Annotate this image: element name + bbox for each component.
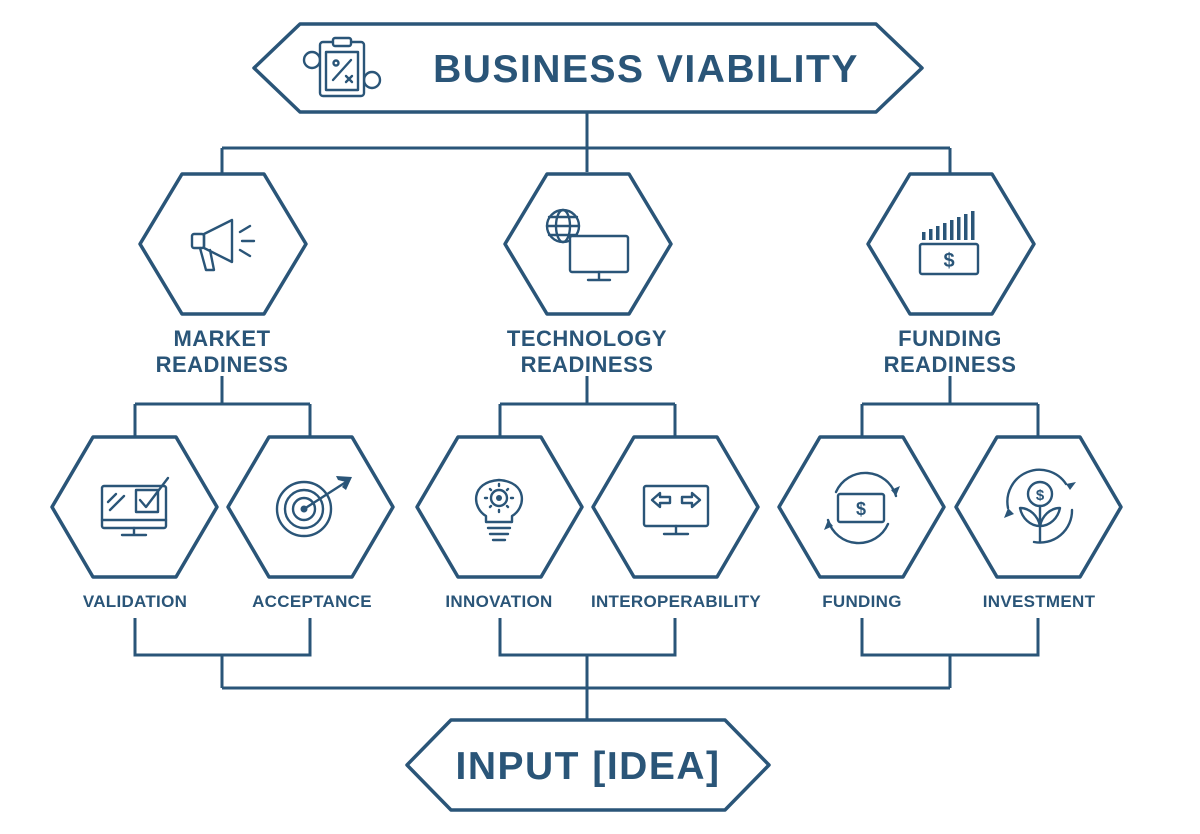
leaf-label: INNOVATION: [445, 592, 552, 611]
leaf-node-validation: VALIDATION: [50, 435, 219, 611]
leaf-label: INVESTMENT: [983, 592, 1096, 611]
connector-lines: [133, 112, 1040, 720]
monitor-arrows-icon: [642, 484, 710, 536]
group-node-funding: $ FUNDING READINESS: [866, 172, 1036, 377]
money-bars-icon: $: [918, 211, 980, 276]
money-cycle-icon: $: [824, 471, 900, 545]
clipboard-gear-icon: [302, 36, 382, 98]
megaphone-icon: [190, 218, 256, 272]
group-label-line1: FUNDING: [898, 326, 1002, 351]
input-idea-banner: INPUT [IDEA]: [405, 718, 771, 812]
group-label-line2: READINESS: [521, 352, 654, 377]
coin-plant-icon: $: [1004, 468, 1076, 544]
leaf-label: ACCEPTANCE: [252, 592, 372, 611]
leaf-label: VALIDATION: [83, 592, 187, 611]
leaf-node-investment: $ INVESTMENT: [954, 435, 1123, 611]
leaf-node-acceptance: ACCEPTANCE: [226, 435, 395, 611]
target-arrow-icon: [275, 476, 352, 538]
leaf-node-funding: $ FUNDING: [777, 435, 946, 611]
group-label-line2: READINESS: [156, 352, 289, 377]
leaf-label: FUNDING: [822, 592, 902, 611]
business-viability-banner: BUSINESS VIABILITY: [252, 22, 924, 114]
svg-text:$: $: [943, 250, 954, 272]
group-node-market: MARKET READINESS: [138, 172, 308, 377]
business-viability-title: BUSINESS VIABILITY: [433, 48, 859, 91]
leaf-label: INTEROPERABILITY: [591, 592, 761, 611]
svg-text:$: $: [856, 499, 866, 519]
monitor-checkbox-icon: [100, 476, 170, 537]
group-label-line1: MARKET: [173, 326, 270, 351]
lightbulb-gear-icon: [474, 478, 524, 542]
globe-monitor-icon: [545, 208, 630, 282]
group-label-line1: TECHNOLOGY: [507, 326, 667, 351]
leaf-node-innovation: INNOVATION: [415, 435, 584, 611]
group-node-technology: TECHNOLOGY READINESS: [503, 172, 673, 377]
svg-text:$: $: [1036, 487, 1045, 504]
leaf-node-interoperability: INTEROPERABILITY: [591, 435, 761, 611]
input-idea-title: INPUT [IDEA]: [456, 745, 721, 788]
group-label-line2: READINESS: [884, 352, 1017, 377]
